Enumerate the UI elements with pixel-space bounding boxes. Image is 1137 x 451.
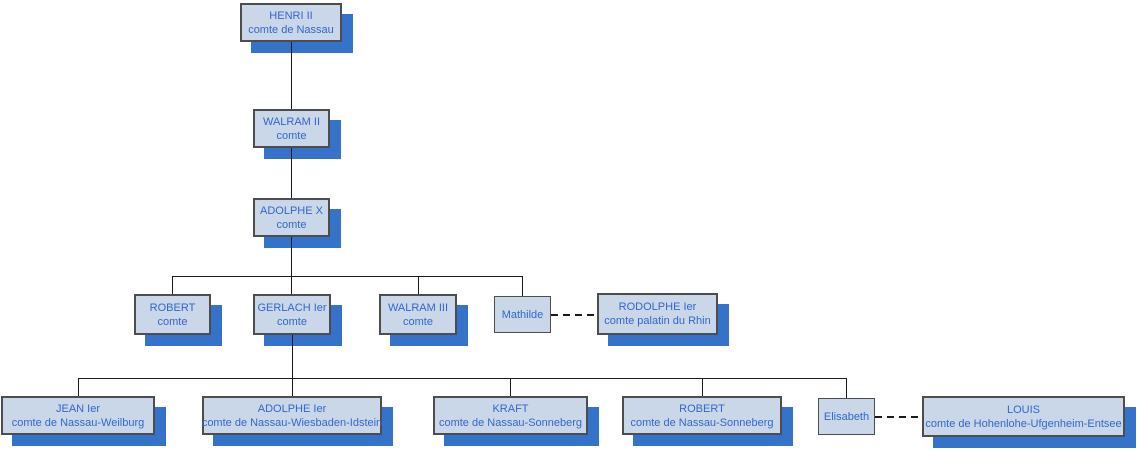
person-name: WALRAM III [387, 301, 449, 314]
marriage-dashed-line [875, 416, 922, 418]
person-title: comte palatin du Rhin [604, 315, 711, 327]
person-name: KRAFT [492, 402, 529, 415]
person-title: comte de Nassau-Weilburg [11, 416, 145, 429]
person-name: Elisabeth [823, 410, 870, 423]
connector-line [78, 378, 79, 396]
person-name: Mathilde [501, 308, 544, 321]
person-title: comte [277, 315, 307, 328]
connector-line [846, 378, 847, 398]
connector-line [418, 276, 419, 294]
person-title: comte [276, 218, 307, 231]
person-name: ROBERT [149, 301, 196, 314]
person-title: comte de Nassau-Sonneberg [438, 416, 583, 429]
connector-line [291, 148, 292, 198]
person-name: ADOLPHE X [260, 204, 323, 217]
person-node-mathilde[interactable]: Mathilde [494, 296, 551, 333]
connector-line [172, 276, 522, 277]
person-name: ROBERT [679, 402, 725, 415]
person-name: WALRAM II [262, 115, 321, 128]
person-title: comte [157, 315, 188, 328]
person-name: GERLACH Ier [257, 301, 327, 314]
person-node-rodolphe-ier[interactable]: RODOLPHE Ier comte palatin du Rhin [597, 293, 718, 335]
connector-line [292, 335, 293, 378]
person-title: comte [403, 315, 433, 328]
connector-line [78, 378, 846, 379]
connector-line [291, 42, 292, 109]
connector-line [522, 276, 523, 296]
person-name: JEAN Ier [55, 402, 100, 415]
connector-line [702, 378, 703, 396]
person-node-elisabeth[interactable]: Elisabeth [818, 398, 875, 435]
connector-line [292, 378, 293, 396]
person-name: RODOLPHE Ier [618, 301, 697, 313]
person-title: comte de Nassau-Sonneberg [630, 416, 774, 429]
marriage-dashed-line [551, 314, 597, 316]
connector-line [291, 237, 292, 276]
person-title: comte [276, 129, 307, 142]
connector-line [172, 276, 173, 294]
person-name: ADOLPHE Ier [257, 402, 327, 415]
person-title: comte de Nassau-Wiesbaden-Idstein [201, 416, 383, 429]
person-title: comte de Nassau [248, 23, 334, 36]
connector-line [291, 276, 292, 294]
person-title: comte de Hohenlohe-Ufgenheim-Entsee [925, 417, 1122, 430]
person-name: LOUIS [1006, 403, 1040, 416]
person-name: HENRI II [269, 9, 313, 22]
connector-line [510, 378, 511, 396]
